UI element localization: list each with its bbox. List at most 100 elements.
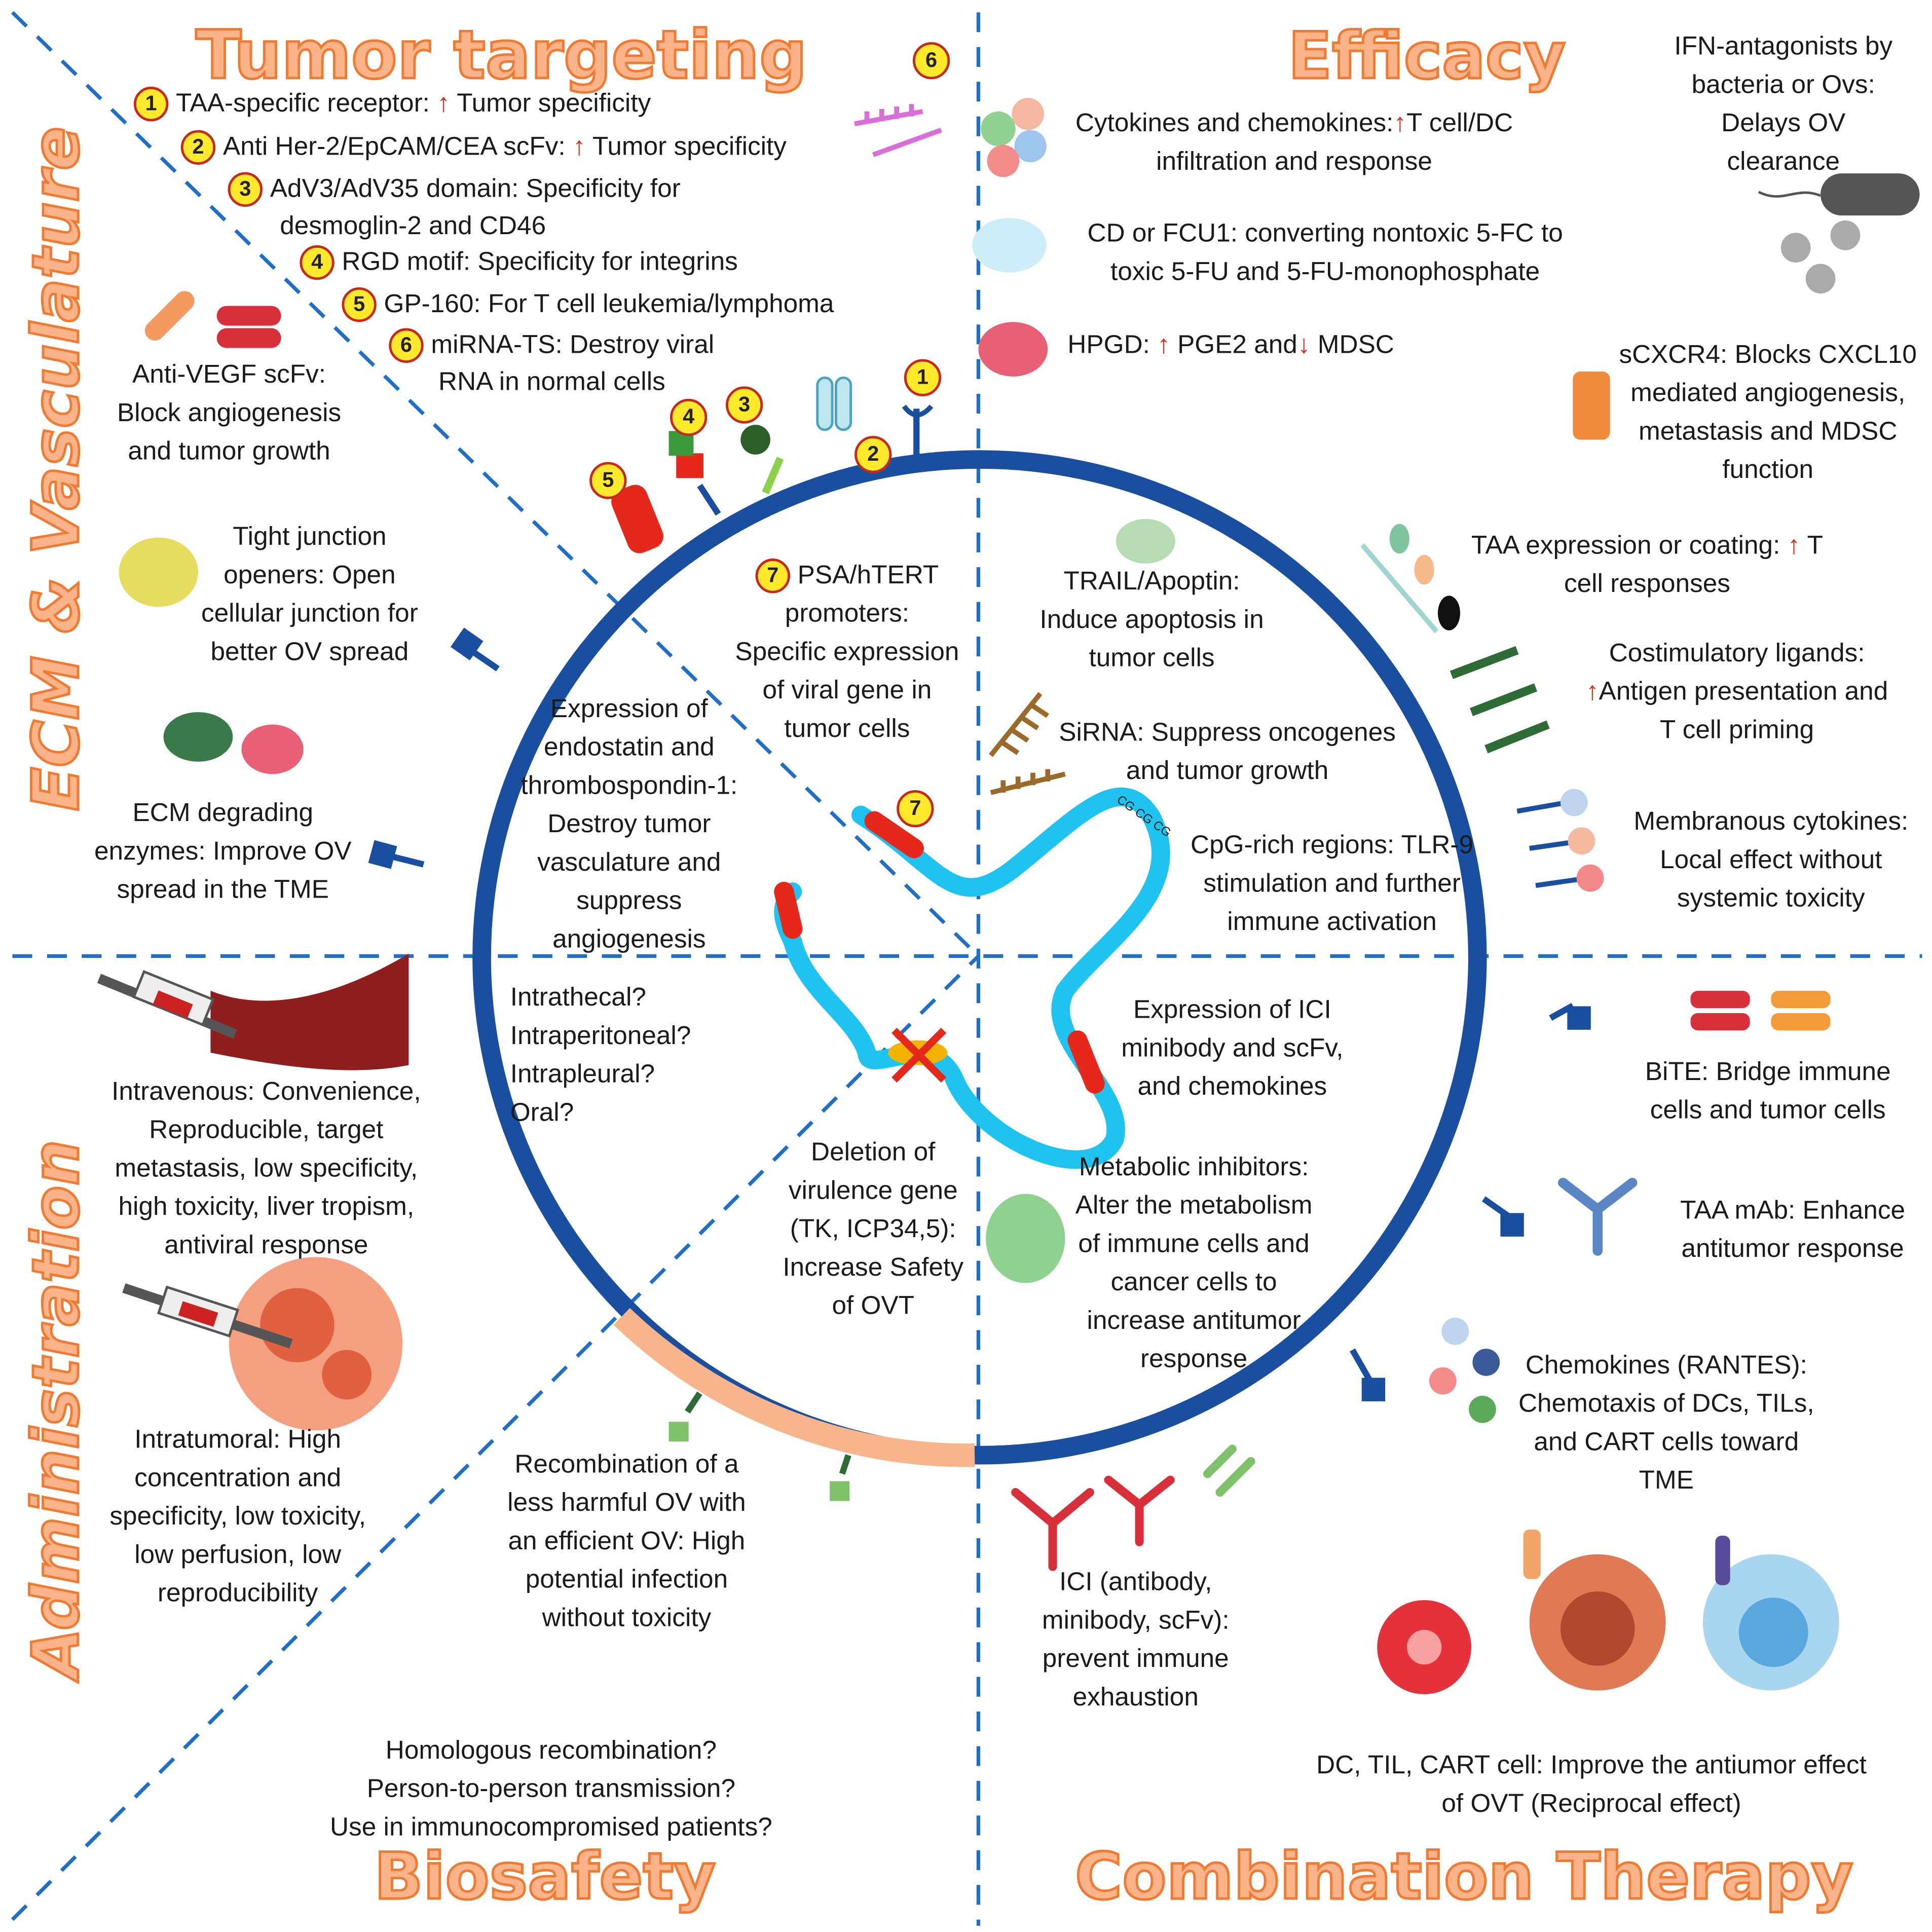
gene-segment-right	[1067, 1030, 1105, 1094]
mirna-icon	[854, 104, 942, 158]
cytokines-line-2: infiltration and response	[1156, 147, 1432, 176]
route-intrapleural: Intrapleural?	[510, 1060, 655, 1089]
promoter-segment	[864, 811, 924, 859]
trail-line-1: TRAIL/Apoptin:	[1063, 567, 1240, 596]
anti-vegf-scfv-icon	[144, 291, 281, 348]
badge-1: 1	[133, 87, 169, 122]
cd-fcu1-line-1: CD or FCU1: converting nontoxic 5-FC to	[1087, 219, 1563, 248]
bite-text: BiTE: Bridge immune cells and tumor cell…	[1622, 1053, 1913, 1130]
tight-junction-text: Tight junction openers: Open cellular ju…	[173, 517, 446, 671]
mirna-badge-6: 6	[912, 42, 950, 80]
heading-ecm-vasculature: ECM & Vasculature	[19, 125, 96, 812]
costimulatory-line-3: T cell priming	[1660, 716, 1814, 745]
heading-tumor-targeting: Tumor targeting	[195, 16, 808, 94]
recombination-line-1: Recombination of a	[514, 1450, 739, 1479]
biosafety-membrane-arc	[613, 1308, 975, 1467]
badge-3: 3	[228, 172, 263, 208]
membranous-line-2: Local effect without	[1660, 845, 1882, 875]
targeting-item-3-text: AdV3/AdV35 domain: Specificity for	[270, 174, 681, 203]
intravenous-line-1: Intravenous: Convenience,	[112, 1077, 421, 1106]
metabolic-line-6: response	[1140, 1345, 1248, 1373]
targeting-item-6-cont: RNA in normal cells	[438, 367, 665, 396]
membranous-line-3: systemic toxicity	[1677, 884, 1865, 913]
bite-line-1: BiTE: Bridge immune	[1645, 1057, 1891, 1087]
tight-junction-line-1: Tight junction	[233, 523, 387, 551]
dc-cell-icon	[1377, 1600, 1471, 1694]
intravenous-line-5: antiviral response	[164, 1231, 368, 1260]
ecm-enzymes-icon	[163, 712, 304, 774]
targeting-item-2-text: Anti Her-2/EpCAM/CEA scFv:	[222, 132, 573, 161]
divider-diagonal-upper	[11, 11, 980, 958]
membrane-badge-3: 3	[725, 386, 763, 424]
ifn-line-3: Delays OV	[1721, 109, 1846, 138]
promoter-line-4: of viral gene in	[762, 676, 932, 705]
heading-combination-therapy: Combination Therapy	[1074, 1840, 1854, 1915]
costimulatory-text: Costimulatory ligands: ↑Antigen presenta…	[1554, 634, 1920, 749]
ici-expression-line-3: and chemokines	[1137, 1072, 1327, 1101]
cpg-text: CpG-rich regions: TLR-9 stimulation and …	[1174, 826, 1490, 941]
ici-expression-text: Expression of ICI minibody and scFv, and…	[1102, 991, 1362, 1106]
ici-antibodies-icon	[1011, 1444, 1255, 1571]
membrane-badge-4: 4	[670, 398, 708, 436]
endostatin-line-3: thrombospondin-1:	[521, 771, 738, 800]
targeting-item-3-cont: desmoglin-2 and CD46	[280, 211, 546, 240]
deletion-line-5: of OVT	[832, 1291, 915, 1320]
deletion-line-2: virulence gene	[788, 1176, 958, 1205]
ici-line-2: minibody, scFv):	[1042, 1606, 1230, 1635]
intravenous-text: Intravenous: Convenience, Reproducible, …	[87, 1072, 446, 1265]
cell-therapy-text: DC, TIL, CART cell: Improve the antiumor…	[1282, 1746, 1901, 1823]
up-arrow-icon: ↑	[572, 132, 586, 161]
promoter-line-3: Specific expression	[735, 638, 959, 666]
cpg-line-3: immune activation	[1227, 908, 1437, 937]
cd-enzyme-icon	[972, 218, 1047, 273]
recombination-line-5: without toxicity	[542, 1604, 712, 1632]
question-transmission: Person-to-person transmission?	[366, 1774, 736, 1803]
ici-expression-line-1: Expression of ICI	[1133, 995, 1331, 1024]
bite-icon	[1690, 990, 1831, 1031]
intratumoral-line-4: low perfusion, low	[134, 1540, 342, 1570]
scxcr4-line-4: function	[1722, 456, 1814, 485]
taa-expression-line-1: TAA expression or coating:	[1471, 531, 1788, 560]
dna-badge-7: 7	[897, 790, 934, 828]
route-oral: Oral?	[510, 1098, 574, 1127]
taa-mab-line-1: TAA mAb: Enhance	[1680, 1196, 1906, 1225]
sirna-line-1: SiRNA: Suppress oncogenes	[1059, 718, 1396, 747]
anti-vegf-line-3: and tumor growth	[128, 437, 330, 466]
intratumoral-line-1: Intratumoral: High	[134, 1425, 342, 1454]
membrane-badge-2: 2	[854, 436, 892, 473]
bacterium-icon	[1758, 173, 1920, 294]
ifn-line-1: IFN-antagonists by	[1674, 32, 1893, 61]
deletion-text: Deletion of virulence gene (TK, ICP34,5)…	[756, 1133, 991, 1325]
scxcr4-line-1: sCXCR4: Blocks CXCL10	[1619, 340, 1917, 369]
trail-text: TRAIL/Apoptin: Induce apoptosis in tumor…	[1022, 562, 1282, 677]
scxcr4-receptor-icon	[1573, 371, 1610, 440]
deletion-line-3: (TK, ICP34,5):	[790, 1215, 956, 1244]
recombinant-ov-markers	[668, 1391, 851, 1501]
cell-therapy-line-1: DC, TIL, CART cell: Improve the antiumor…	[1316, 1751, 1867, 1780]
metabolic-line-4: cancer cells to	[1110, 1268, 1277, 1297]
targeting-receptors	[611, 376, 852, 553]
trail-line-2: Induce apoptosis in	[1039, 605, 1264, 635]
membrane-badge-5: 5	[589, 462, 627, 499]
syringe-vein-icon	[97, 953, 409, 1070]
hpgd-pge2: PGE2 and	[1170, 330, 1297, 359]
badge-2: 2	[180, 130, 216, 165]
promoter-line-5: tumor cells	[784, 714, 910, 744]
down-arrow-icon: ↓	[1297, 330, 1311, 359]
endostatin-line-7: angiogenesis	[552, 925, 706, 954]
intravenous-line-3: metastasis, low specificity,	[115, 1154, 418, 1183]
ifn-line-2: bacteria or Ovs:	[1691, 70, 1875, 99]
anti-vegf-line-2: Block angiogenesis	[117, 398, 342, 428]
scxcr4-text: sCXCR4: Blocks CXCL10 mediated angiogene…	[1610, 336, 1926, 489]
hpgd-mdsc: MDSC	[1310, 330, 1394, 359]
sirna-line-2: and tumor growth	[1126, 757, 1329, 786]
badge-4: 4	[300, 245, 335, 280]
bite-line-2: cells and tumor cells	[1650, 1096, 1886, 1125]
ici-line-4: exhaustion	[1072, 1683, 1199, 1712]
taa-mab-icon	[1558, 1177, 1638, 1256]
trail-line-3: tumor cells	[1089, 644, 1215, 673]
route-intraperitoneal: Intraperitoneal?	[510, 1021, 691, 1051]
biosafety-questions: Homologous recombination? Person-to-pers…	[291, 1731, 811, 1846]
